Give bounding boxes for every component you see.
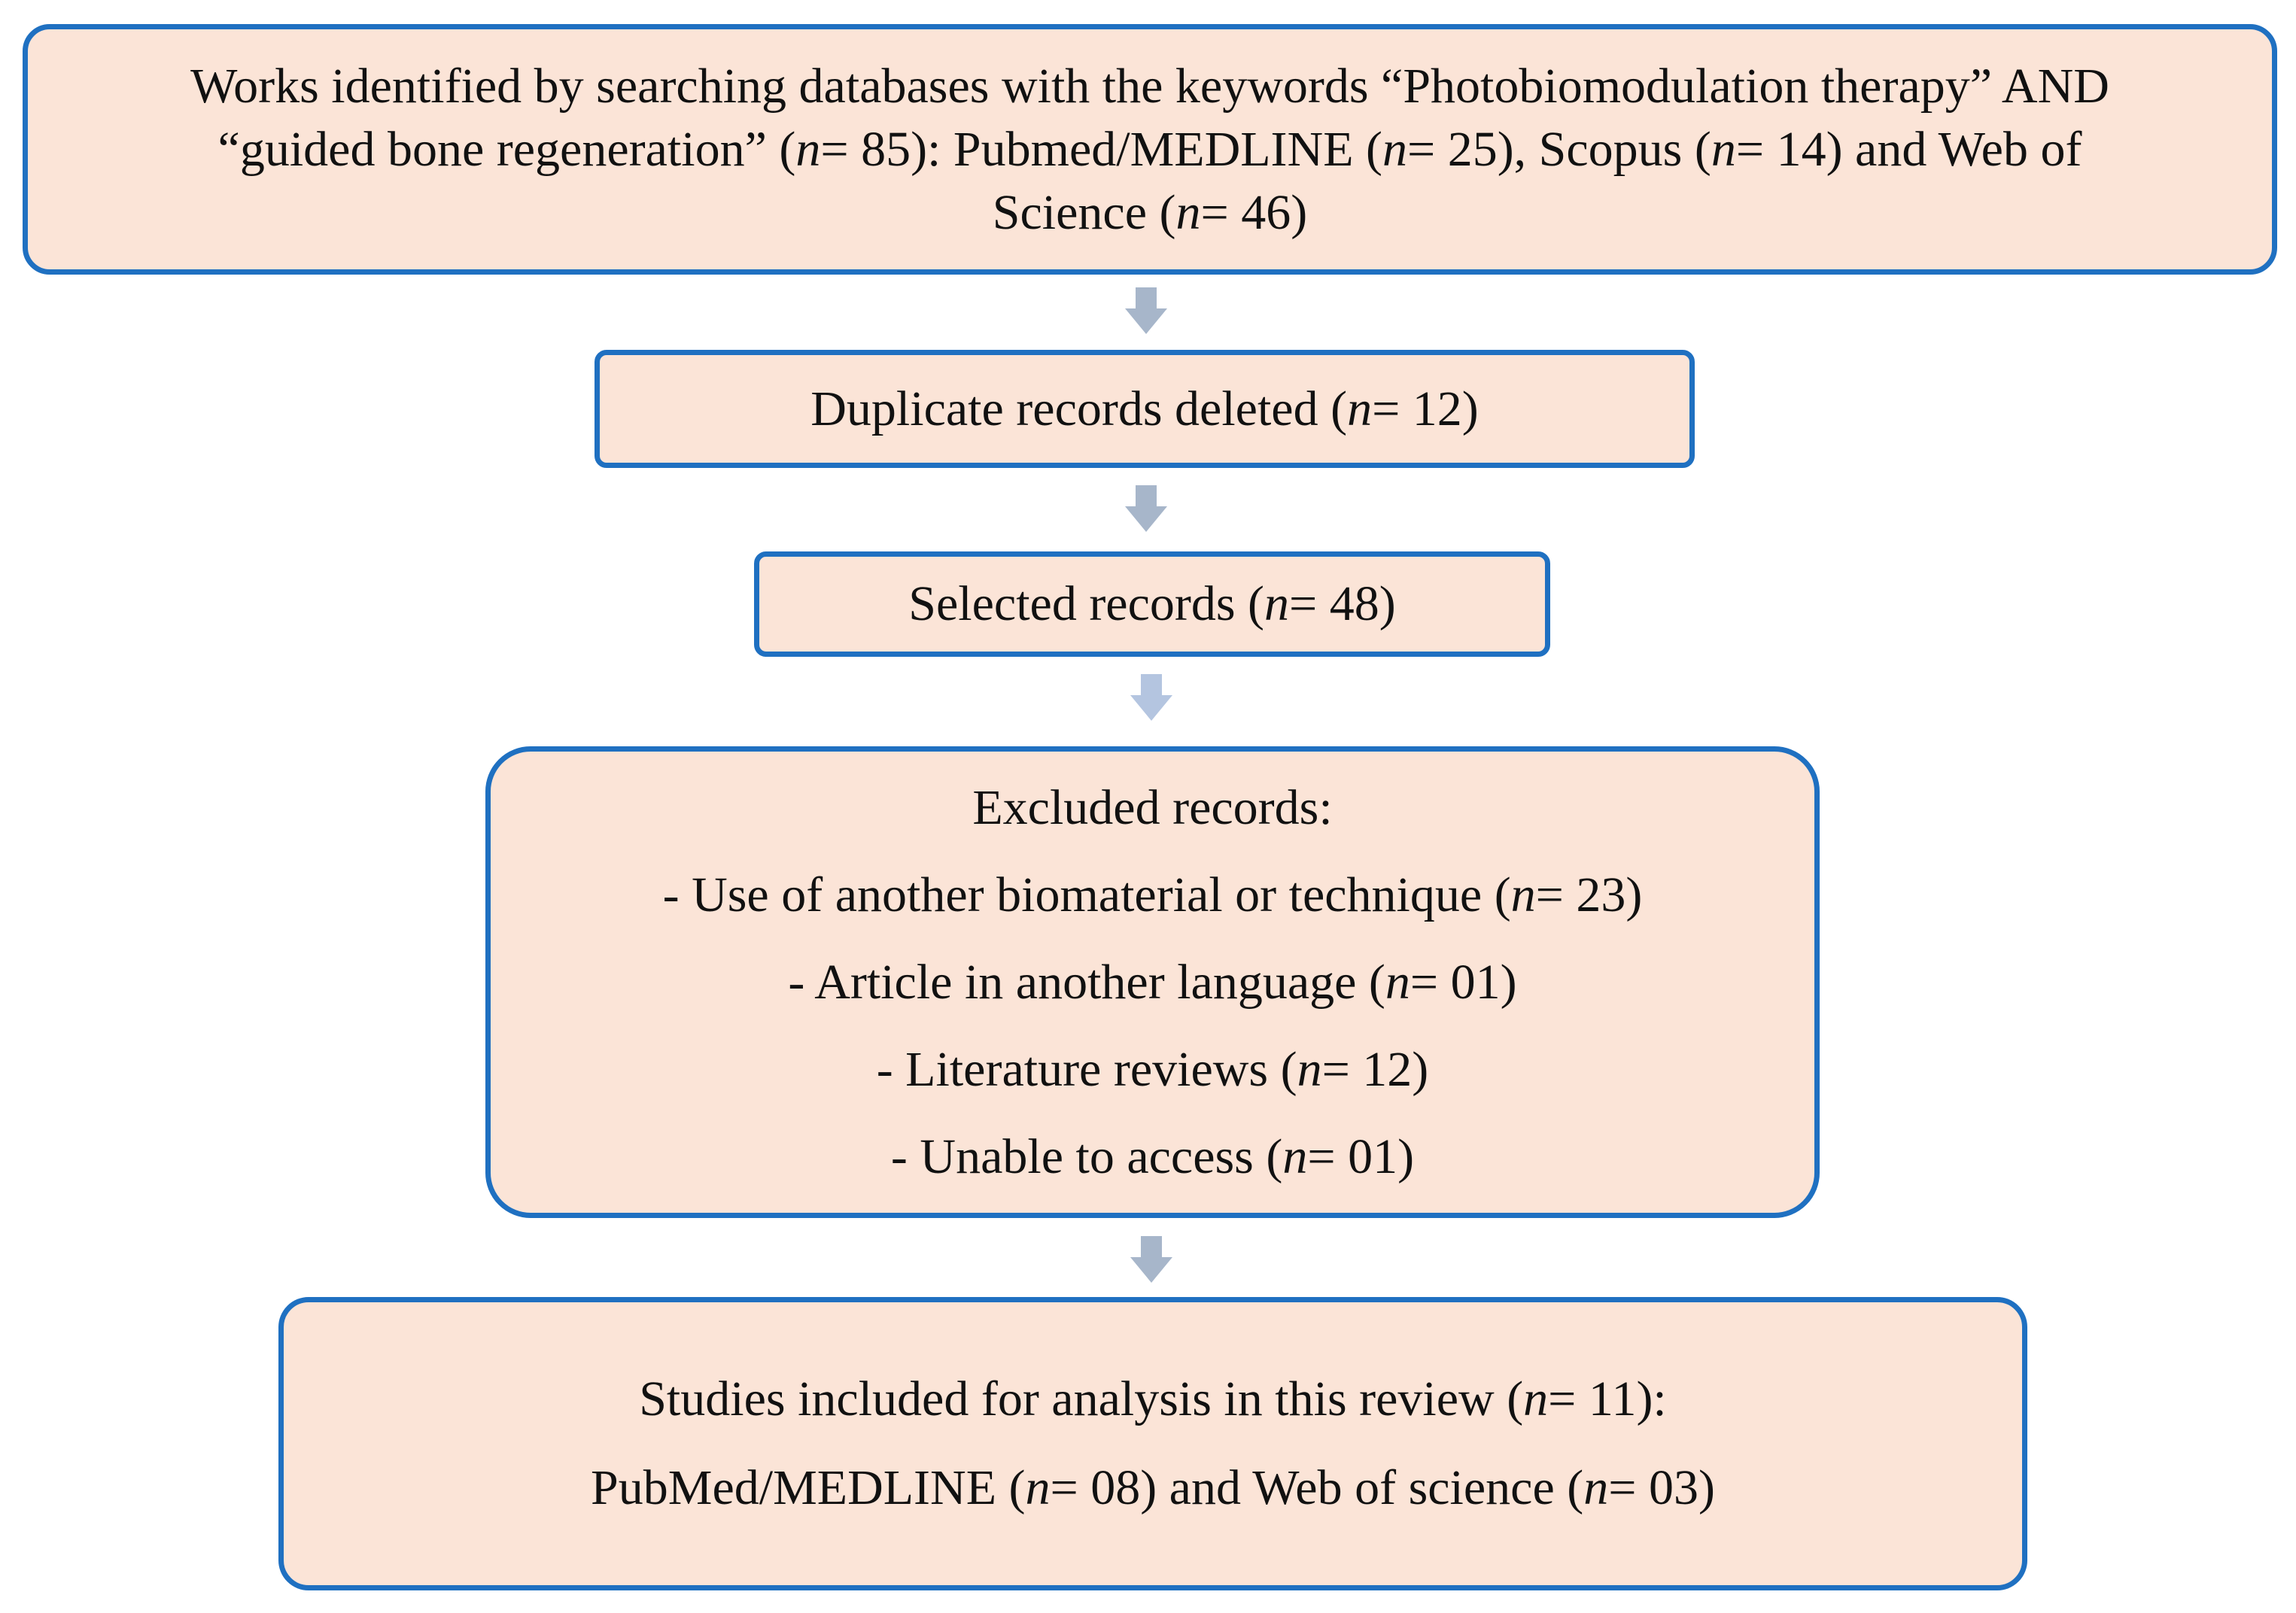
excluded-heading: Excluded records:	[972, 779, 1333, 835]
identification-line-1: Works identified by searching databases …	[190, 58, 2109, 114]
down-arrow-icon	[1130, 674, 1172, 721]
included-box: Studies included for analysis in this re…	[278, 1297, 2027, 1590]
included-line-2: PubMed/MEDLINE (n= 08) and Web of scienc…	[591, 1460, 1715, 1515]
identification-box: Works identified by searching databases …	[23, 24, 2277, 275]
excluded-item: - Unable to access (n= 01)	[890, 1128, 1415, 1184]
down-arrow-icon	[1125, 485, 1167, 532]
identification-line-2: “guided bone regeneration” (n= 85): Pubm…	[217, 121, 2082, 177]
down-arrow-icon	[1130, 1236, 1172, 1283]
down-arrow-icon	[1125, 287, 1167, 334]
duplicates-box: Duplicate records deleted (n= 12)	[595, 350, 1695, 468]
excluded-item: - Use of another biomaterial or techniqu…	[662, 867, 1643, 922]
selected-box: Selected records (n= 48)	[754, 551, 1550, 657]
excluded-item: - Article in another language (n= 01)	[788, 954, 1517, 1010]
selected-text: Selected records (n= 48)	[908, 576, 1396, 631]
included-line-1: Studies included for analysis in this re…	[639, 1372, 1667, 1426]
identification-line-3: Science (n= 46)	[992, 184, 1308, 240]
excluded-box: Excluded records: - Use of another bioma…	[485, 746, 1820, 1218]
excluded-item: - Literature reviews (n= 12)	[876, 1041, 1429, 1097]
duplicates-text: Duplicate records deleted (n= 12)	[810, 381, 1479, 436]
